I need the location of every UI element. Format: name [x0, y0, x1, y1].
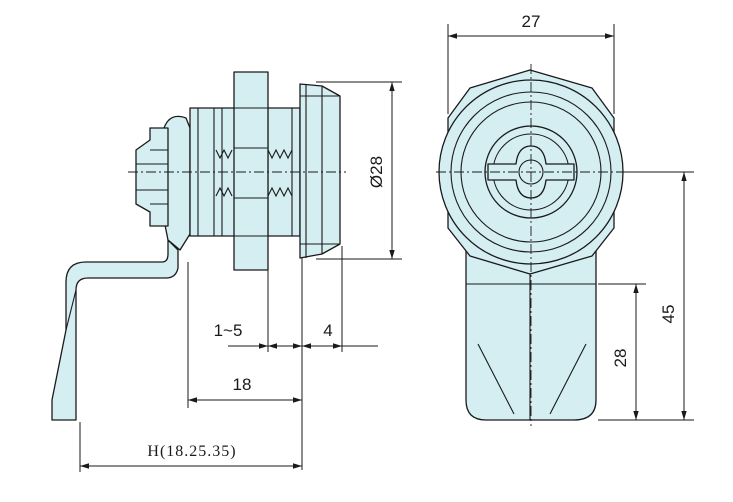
mounting-nut: [233, 71, 269, 271]
front-view: 27 45 28: [436, 12, 694, 426]
range-label: 1~5: [214, 321, 243, 340]
height-45-label: 45: [659, 305, 678, 324]
length-label: 18: [233, 375, 252, 394]
shaft-nut: [135, 127, 169, 227]
side-view: Ø28 1~5 4 18 H(18.25.35): [51, 71, 402, 472]
diameter-label: Ø28: [367, 156, 386, 188]
thickness-label: 4: [323, 321, 332, 340]
cam-arm: [51, 239, 179, 421]
cam-hook: [163, 115, 191, 251]
width-label: 27: [522, 12, 541, 31]
height-28-label: 28: [611, 349, 630, 368]
h-values-label: H(18.25.35): [147, 443, 236, 460]
